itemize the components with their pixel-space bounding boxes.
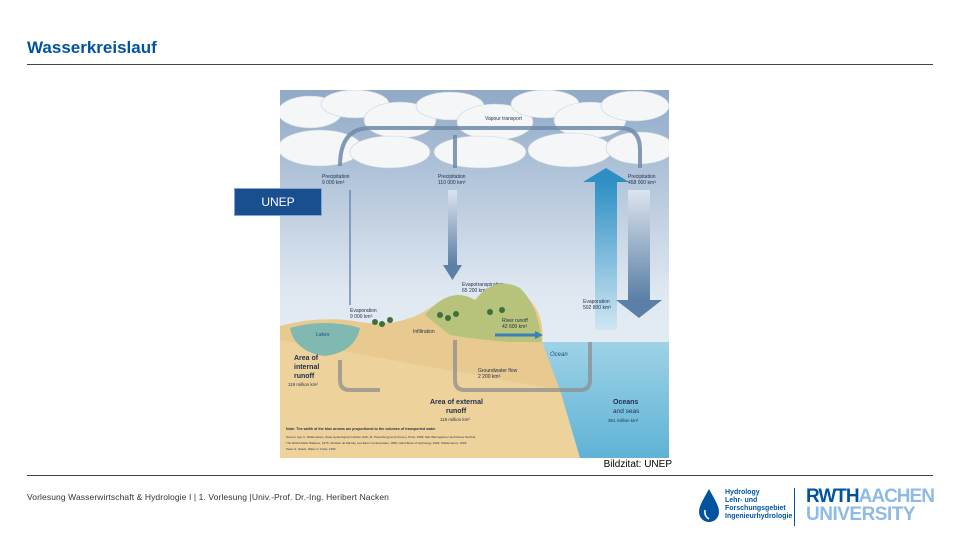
institute-line: Ingenieurhydrologie <box>725 513 793 520</box>
oceans-value: 361 million km² <box>608 418 639 423</box>
unep-tag: UNEP <box>234 188 322 216</box>
vapour-transport-label: Vapour transport <box>485 116 522 122</box>
oceans-line1: Oceans <box>613 399 638 406</box>
precip-right-value: 458 000 km³ <box>628 180 656 186</box>
precip-left-label: Precipitation <box>322 174 350 180</box>
groundwater-flow-label: Groundwater flow <box>478 368 518 374</box>
infiltration-label: Infiltration <box>413 329 435 335</box>
evap-left-value: 9 000 km³ <box>350 314 373 320</box>
trees <box>372 307 505 327</box>
institute-line: Forschungsgebiet <box>725 505 786 512</box>
river-runoff-label: River runoff <box>502 318 528 324</box>
university-aachen: AACHEN <box>858 486 935 507</box>
page-title: Wasserkreislauf <box>27 38 157 57</box>
university-rwth: RWTH <box>806 486 860 507</box>
precip-ocean-arrow <box>628 190 650 300</box>
institute-line: Lehr- und <box>725 497 758 504</box>
lakes-label: Lakes <box>316 332 330 338</box>
water-drop-icon <box>699 489 719 522</box>
groundwater-flow-value: 2 200 km³ <box>478 374 501 380</box>
precip-mid-value: 110 000 km³ <box>438 180 466 186</box>
evap-ocean-arrow <box>595 180 617 330</box>
image-caption: Bildzitat: UNEP <box>603 459 672 470</box>
university-line2: UNIVERSITY <box>806 504 916 525</box>
precip-mid-arrow <box>448 190 457 265</box>
internal-area-line2: internal <box>294 364 319 371</box>
institute-line: Hydrology <box>725 489 760 496</box>
evap-left-label: Evaporation <box>350 308 377 314</box>
precip-mid-label: Precipitation <box>438 174 466 180</box>
water-cycle-diagram: Vapour transport Precipitation 9 000 km³… <box>277 89 675 458</box>
internal-area-line1: Area of <box>294 355 319 362</box>
evap-right-label: Evaporation <box>583 299 610 305</box>
figure-source-1: Source: Igor A. Shiklomanov, State Hydro… <box>286 435 476 439</box>
external-area-value: 119 million km² <box>440 417 470 422</box>
ocean-label: Ocean <box>550 352 568 358</box>
vapour-transport-arrows <box>338 126 642 168</box>
institute-logo: Hydrology Lehr- und Forschungsgebiet Ing… <box>698 488 792 528</box>
figure-source-3: Peter H. Gleick, Water in Crisis, 1993. <box>286 447 337 451</box>
internal-area-value: 119 million km² <box>288 382 318 387</box>
footer-text: Vorlesung Wasserwirtschaft & Hydrologie … <box>27 492 389 502</box>
evap-right-value: 502 800 km³ <box>583 305 611 311</box>
external-area-line1: Area of external <box>430 399 483 406</box>
header-divider <box>27 64 933 65</box>
river-runoff-value: 42 600 km³ <box>502 324 527 330</box>
lake <box>290 323 360 356</box>
logo-separator <box>794 488 795 526</box>
external-area-line2: runoff <box>446 408 467 415</box>
precip-left-value: 9 000 km³ <box>322 180 345 186</box>
water-cycle-figure: Vapour transport Precipitation 9 000 km³… <box>277 89 675 458</box>
footer-divider <box>27 475 933 476</box>
hills <box>425 283 542 342</box>
evapotranspiration-value: 65 200 km³ <box>462 288 487 294</box>
internal-area-line3: runoff <box>294 373 315 380</box>
precip-right-label: Precipitation <box>628 174 656 180</box>
figure-source-2: The World Water Balance, 1975; Ghislain … <box>286 441 467 445</box>
evapotranspiration-label: Evapotranspiration <box>462 282 504 288</box>
institute-name: Hydrology Lehr- und Forschungsgebiet Ing… <box>725 489 795 521</box>
groundwater-flow-arrows <box>338 340 592 392</box>
university-logo: RWTHAACHEN UNIVERSITY <box>806 486 935 525</box>
oceans-line2: and seas <box>613 408 640 415</box>
figure-note: Note: The width of the blue arrows are p… <box>286 427 436 431</box>
